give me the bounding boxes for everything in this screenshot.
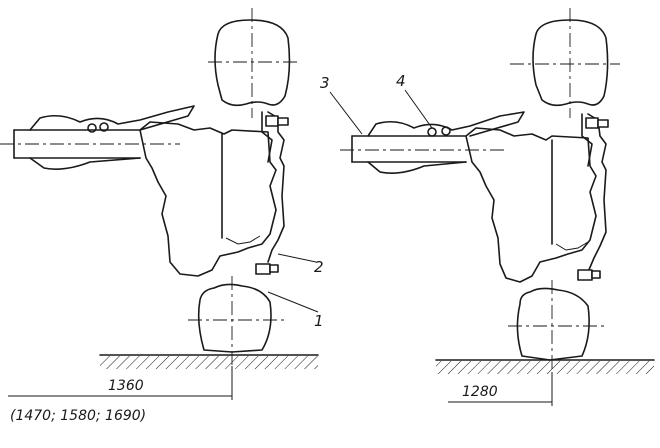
left-track-options: (1470; 1580; 1690) bbox=[10, 408, 146, 424]
callout-4: 4 bbox=[396, 72, 406, 90]
right-assembly bbox=[329, 8, 655, 406]
left-axle-housing bbox=[0, 105, 195, 170]
left-wheel-disk bbox=[255, 111, 289, 275]
leader-1 bbox=[267, 291, 319, 313]
left-final-drive-casing bbox=[139, 121, 277, 277]
right-wheel-disk bbox=[577, 113, 609, 281]
right-lower-tire bbox=[508, 280, 606, 372]
left-lower-tire bbox=[188, 276, 286, 366]
right-final-drive-casing bbox=[465, 127, 597, 283]
right-upper-tire bbox=[510, 8, 620, 118]
callout-3: 3 bbox=[320, 74, 330, 92]
leader-3 bbox=[329, 91, 363, 135]
callout-2: 2 bbox=[314, 258, 324, 276]
right-axle-housing bbox=[340, 111, 525, 174]
leader-2 bbox=[277, 253, 317, 263]
right-ground bbox=[435, 359, 655, 374]
left-dimension-line bbox=[8, 366, 233, 400]
left-assembly bbox=[0, 8, 319, 400]
left-ground bbox=[99, 354, 319, 369]
right-dimension-line bbox=[448, 372, 553, 406]
right-track-value: 1280 bbox=[462, 384, 498, 400]
left-upper-tire bbox=[208, 8, 300, 118]
left-track-value: 1360 bbox=[108, 378, 144, 394]
leader-4 bbox=[404, 89, 433, 129]
callout-1: 1 bbox=[314, 312, 324, 330]
